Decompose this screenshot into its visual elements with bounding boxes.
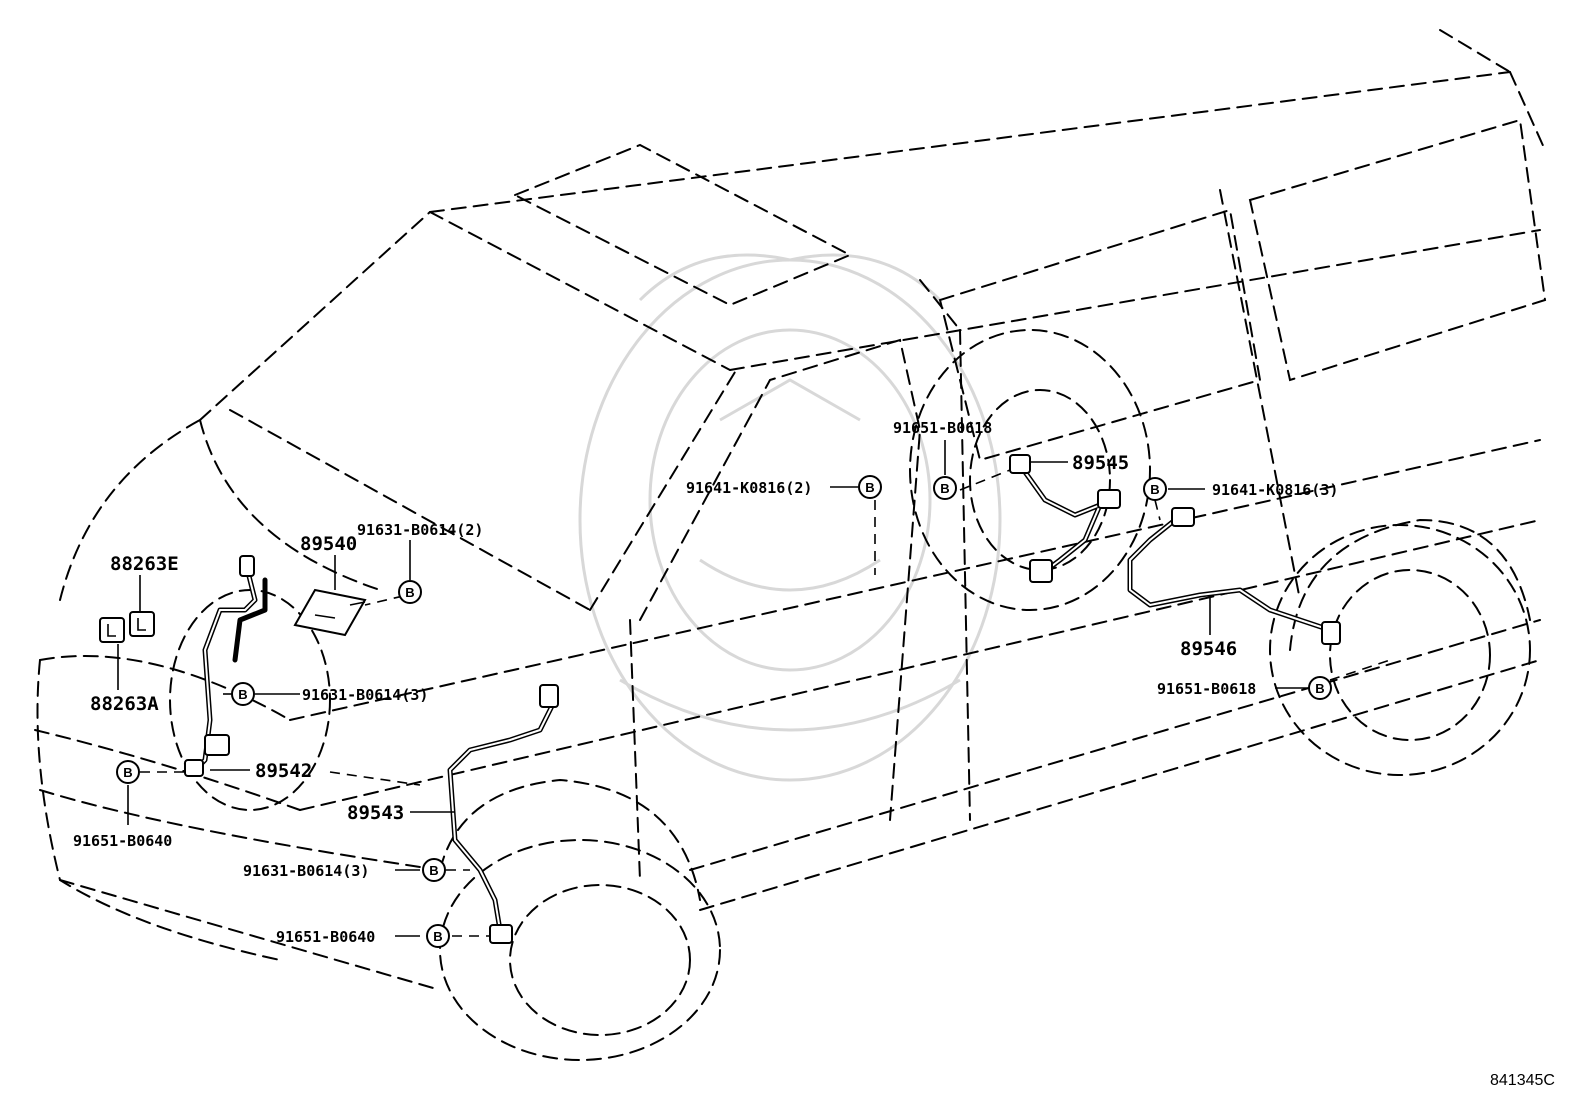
bolt-icon: B xyxy=(426,924,450,948)
label-88263A: 88263A xyxy=(90,693,159,715)
label-89543: 89543 xyxy=(347,802,404,824)
label-91641-k0816-3: 91641-K0816(3) xyxy=(1212,481,1338,499)
bolt-icon: B xyxy=(1143,477,1167,501)
svg-text:B: B xyxy=(865,480,874,495)
bolt-icon: B xyxy=(116,760,140,784)
svg-text:B: B xyxy=(940,481,949,496)
svg-text:B: B xyxy=(238,687,247,702)
label-89540: 89540 xyxy=(300,533,357,555)
label-91651-b0640-bottom: 91651-B0640 xyxy=(276,928,375,946)
figure-id: 841345C xyxy=(1490,1072,1555,1089)
part-labels: 88263E 88263A 89540 89542 89543 89545 89… xyxy=(73,419,1338,946)
label-89545: 89545 xyxy=(1072,452,1129,474)
svg-text:B: B xyxy=(433,929,442,944)
svg-text:B: B xyxy=(405,585,414,600)
rear-left-sensor-harness[interactable] xyxy=(1009,454,1121,583)
label-88263E: 88263E xyxy=(110,553,179,575)
label-91651-b0618-lower: 91651-B0618 xyxy=(1157,680,1256,698)
front-right-sensor-harness[interactable] xyxy=(447,684,559,944)
svg-text:B: B xyxy=(429,863,438,878)
abs-relays[interactable] xyxy=(99,611,155,643)
bolt-symbols: B B B B B B B B xyxy=(116,475,1332,948)
front-left-sensor-harness[interactable] xyxy=(184,555,268,777)
bolt-icon: B xyxy=(422,858,446,882)
bolt-icon: B xyxy=(231,682,255,706)
label-91651-b0618-upper: 91651-B0618 xyxy=(893,419,992,437)
label-89542: 89542 xyxy=(255,760,312,782)
svg-text:B: B xyxy=(1150,482,1159,497)
label-91641-k0816-2: 91641-K0816(2) xyxy=(686,479,812,497)
label-91631-b0614-3-lower: 91631-B0614(3) xyxy=(243,862,369,880)
svg-text:B: B xyxy=(1315,681,1324,696)
svg-text:B: B xyxy=(123,765,132,780)
label-91631-b0614-2: 91631-B0614(2) xyxy=(357,521,483,539)
label-91651-b0640-left: 91651-B0640 xyxy=(73,832,172,850)
vehicle-body-outline xyxy=(34,29,1547,1061)
bolt-icon: B xyxy=(858,475,882,499)
bolt-icon: B xyxy=(1308,676,1332,700)
label-89546: 89546 xyxy=(1180,638,1237,660)
abs-control-computer[interactable] xyxy=(293,588,367,637)
rear-right-sensor-harness[interactable] xyxy=(1127,507,1341,645)
label-91631-b0614-3-upper: 91631-B0614(3) xyxy=(302,686,428,704)
watermark-emblem xyxy=(578,253,1002,782)
bolt-icon: B xyxy=(933,476,957,500)
bolt-icon: B xyxy=(398,580,422,604)
